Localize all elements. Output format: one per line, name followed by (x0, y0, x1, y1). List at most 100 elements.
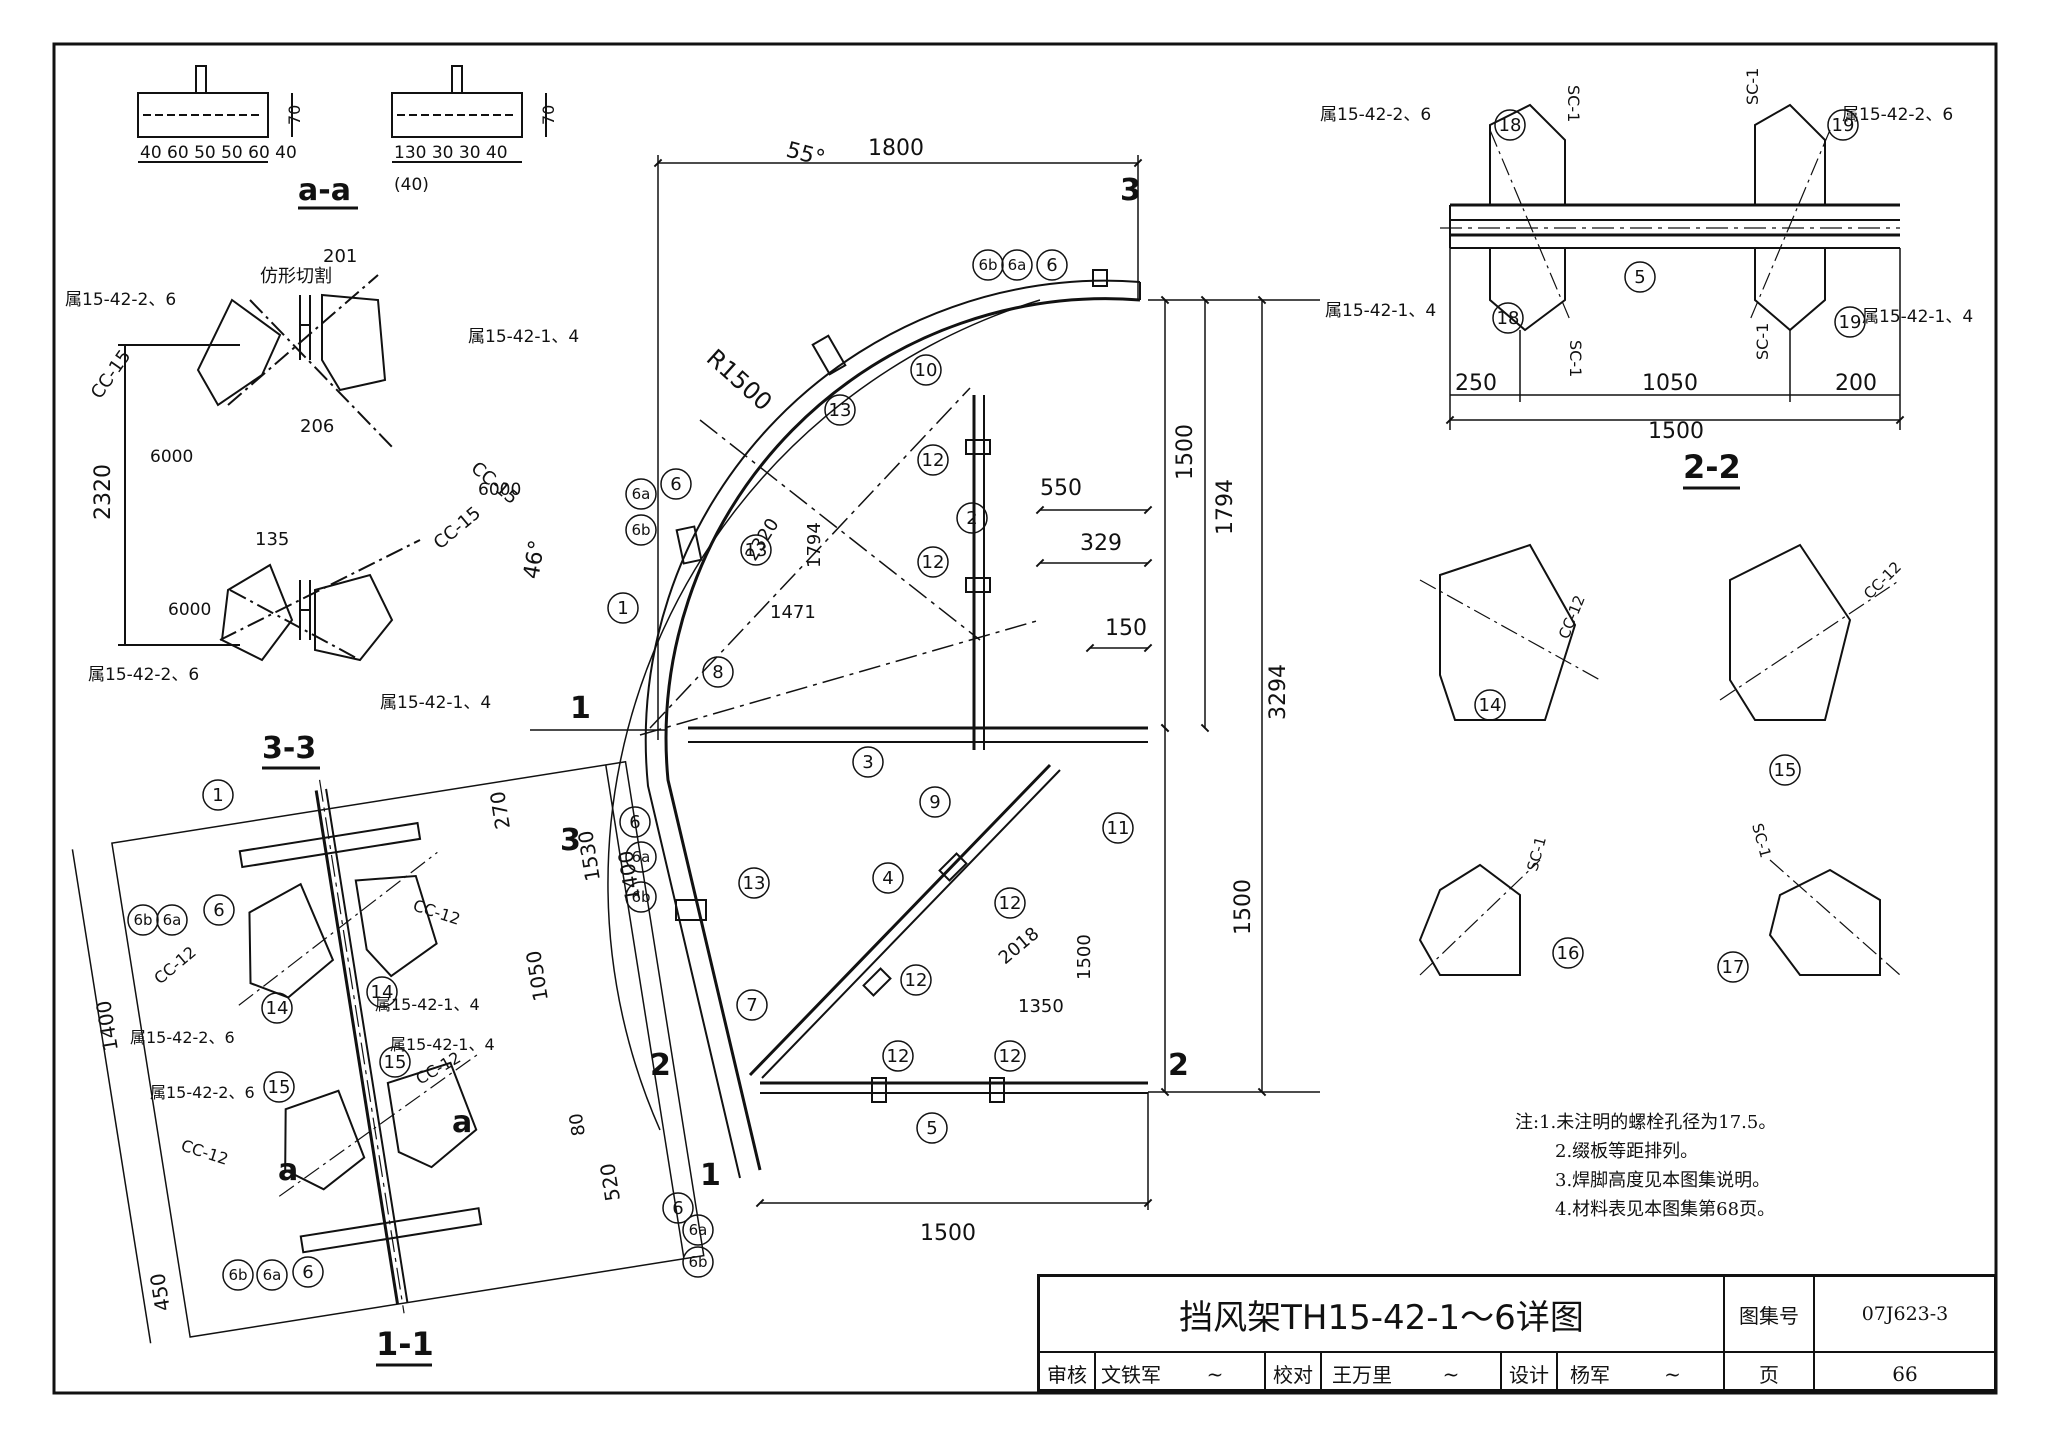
slope-6000-a: 6000 (150, 447, 193, 467)
dim-1500-22: 1500 (1648, 419, 1704, 444)
note-1: 1.未注明的螺栓孔径为17.5。 (1539, 1112, 1777, 1133)
atlas-number: 07J623-3 (1815, 1277, 1995, 1353)
svg-text:5: 5 (1634, 267, 1645, 288)
svg-text:5: 5 (926, 1118, 937, 1139)
notes-prefix: 注: (1515, 1112, 1540, 1133)
dim-aa-70b: 70 (539, 105, 558, 125)
dim-520: 520 (595, 1162, 625, 1203)
dim-450: 450 (145, 1272, 175, 1313)
slope-6000-c: 6000 (168, 600, 211, 620)
belongs-label-22-d: 属15-42-1、4 (1862, 307, 1973, 327)
cut-marker-3-left: 3 (560, 823, 581, 858)
dim-aa-40: (40) (394, 175, 429, 195)
svg-text:2: 2 (966, 508, 977, 529)
angle-46: 46° (519, 538, 550, 581)
svg-text:13: 13 (745, 540, 768, 561)
belongs-label-22-a: 属15-42-2、6 (1320, 105, 1431, 125)
section-3-3-label: 3-3 (262, 731, 316, 766)
svg-text:6b: 6b (631, 521, 650, 539)
svg-text:6: 6 (670, 474, 681, 495)
svg-text:6a: 6a (689, 1221, 708, 1239)
svg-text:15: 15 (268, 1077, 291, 1098)
slope-cc12-plate17: CC-12 (1860, 558, 1905, 603)
main-elevation (607, 269, 1148, 1179)
dim-150: 150 (1105, 616, 1147, 641)
cut-marker-a-right: a (452, 1105, 472, 1140)
slope-cc12-a: CC-12 (411, 896, 463, 929)
angle-55: 55° (783, 138, 827, 172)
svg-text:13: 13 (743, 873, 766, 894)
svg-text:8: 8 (712, 662, 723, 683)
dim-aa-right: 130 30 30 40 (394, 143, 508, 163)
main-dimension-lines (530, 155, 1320, 1210)
designer-signature: ~ (1622, 1353, 1725, 1394)
svg-text:12: 12 (999, 1046, 1022, 1067)
belongs-label-11-d: 属15-42-2、6 (150, 1083, 255, 1102)
dim-206: 206 (300, 416, 334, 437)
svg-text:14: 14 (1479, 695, 1502, 716)
svg-text:18: 18 (1499, 115, 1522, 136)
svg-text:12: 12 (999, 893, 1022, 914)
svg-text:16: 16 (1557, 943, 1580, 964)
checker-name: 王万里 (1332, 1363, 1392, 1387)
svg-text:14: 14 (371, 982, 394, 1003)
section-2-2 (1440, 103, 1905, 430)
svg-text:7: 7 (746, 995, 757, 1016)
belongs-label-d: 属15-42-1、4 (380, 693, 491, 713)
dim-270: 270 (485, 790, 515, 831)
review-label: 审核 (1040, 1353, 1096, 1394)
dim-250: 250 (1455, 371, 1497, 396)
dim-1794: 1794 (1213, 479, 1238, 535)
slope-sc1-plate19: SC-1 (1748, 821, 1774, 859)
page-label: 页 (1725, 1353, 1815, 1394)
dim-200: 200 (1835, 371, 1877, 396)
svg-text:19: 19 (1832, 115, 1855, 136)
slope-sc1-b: SC-1 (1743, 68, 1762, 105)
svg-text:1: 1 (212, 785, 223, 806)
cut-marker-1-bottom: 1 (700, 1158, 721, 1193)
belongs-label-a: 属15-42-2、6 (65, 290, 176, 310)
dim-80: 80 (566, 1112, 590, 1138)
design-label: 设计 (1502, 1353, 1558, 1394)
slope-6000-b: 6000 (478, 480, 521, 500)
svg-text:3: 3 (862, 752, 873, 773)
dim-1500-right: 1500 (1231, 879, 1256, 935)
belongs-label-11-c: 属15-42-1、4 (390, 1035, 495, 1054)
part-callout-labels-plates: 14 15 16 17 (1479, 695, 1797, 978)
dim-1800: 1800 (868, 136, 924, 161)
part-callout-labels-11: 1 6b 6a 6 14 15 15 14 6b 6a 6 (133, 785, 406, 1284)
svg-text:6: 6 (302, 1262, 313, 1283)
radius-label: R1500 (701, 344, 778, 417)
cut-marker-1-top: 1 (570, 691, 591, 726)
cut-marker-a-left: a (278, 1153, 298, 1188)
svg-text:6: 6 (1046, 255, 1057, 276)
svg-text:6b: 6b (978, 256, 997, 274)
designer-name: 杨军 (1570, 1363, 1610, 1387)
part-callouts-22 (1492, 109, 1866, 338)
svg-text:6a: 6a (263, 1266, 282, 1284)
dim-2320: 2320 (91, 464, 116, 520)
slope-sc1-c: SC-1 (1566, 340, 1585, 377)
svg-text:6a: 6a (163, 911, 182, 929)
svg-text:9: 9 (929, 792, 940, 813)
dim-1500-top: 1500 (1173, 424, 1198, 480)
title-block: 挡风架TH15-42-1～6详图 图集号 07J623-3 审核 文铁军 ~ 校… (1037, 1274, 1997, 1394)
note-3: 3.焊脚高度见本图集说明。 (1555, 1170, 1771, 1191)
reviewer-name: 文铁军 (1101, 1363, 1161, 1387)
svg-text:6: 6 (213, 900, 224, 921)
reviewer-signature: ~ (1166, 1353, 1266, 1394)
svg-text:6a: 6a (632, 485, 651, 503)
note-2: 2.缀板等距排列。 (1555, 1141, 1699, 1162)
dim-201: 201 (323, 246, 357, 267)
svg-text:15: 15 (384, 1052, 407, 1073)
part-callout-labels-22: 18 19 18 19 5 (1497, 115, 1862, 333)
section-2-2-label: 2-2 (1683, 448, 1741, 486)
part-callouts-11 (127, 779, 411, 1291)
plate-details (1418, 543, 1901, 976)
atlas-label: 图集号 (1725, 1277, 1815, 1353)
svg-text:15: 15 (1774, 760, 1797, 781)
dim-135: 135 (255, 529, 289, 550)
svg-text:6: 6 (672, 1198, 683, 1219)
dim-aa-left: 40 60 50 50 60 40 (140, 143, 297, 163)
